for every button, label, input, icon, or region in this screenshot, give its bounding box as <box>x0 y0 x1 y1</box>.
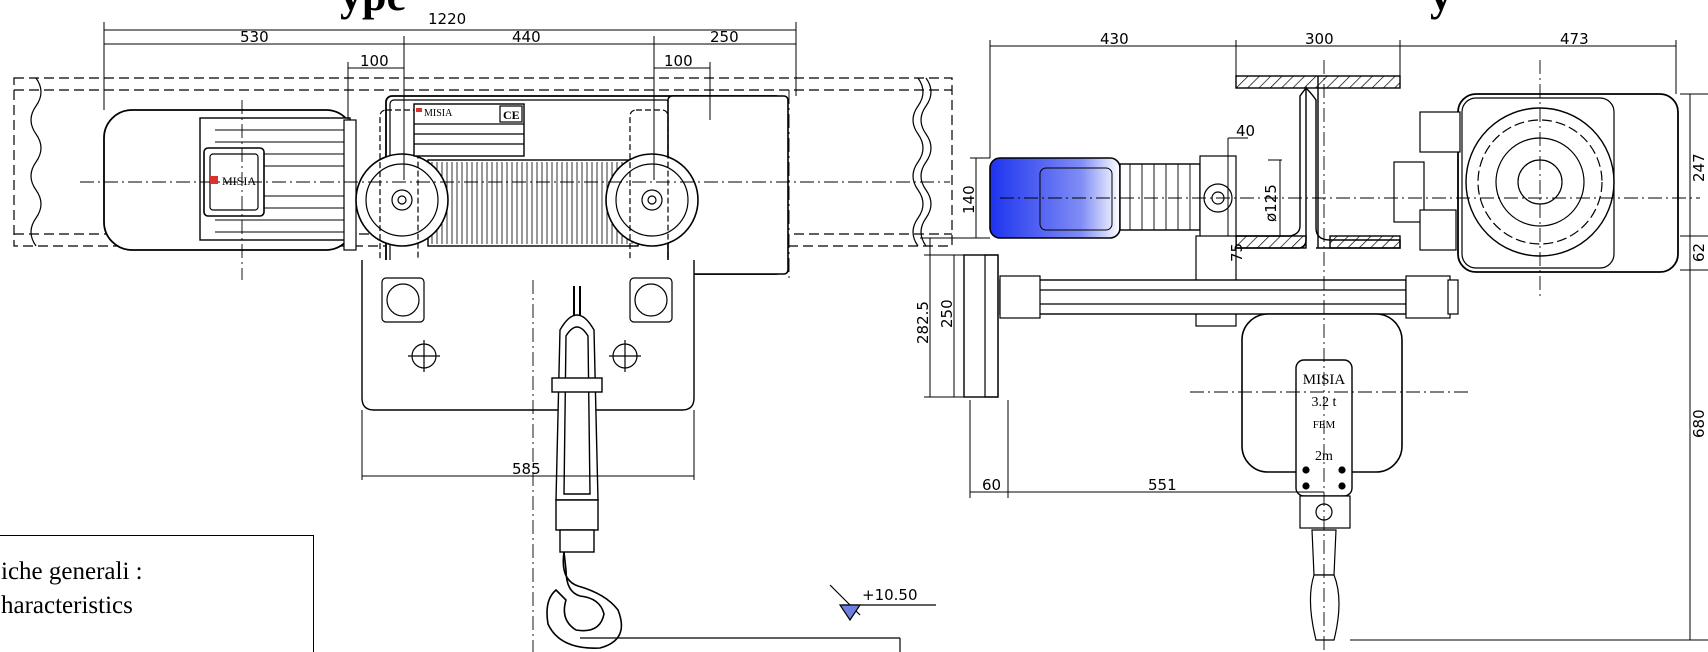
dim-left-offset: 60 <box>982 476 1001 494</box>
motor-brand: MISIA <box>222 174 256 188</box>
rope-drum <box>427 159 639 247</box>
motor-logo-icon <box>210 176 218 184</box>
trolley-wheel-right <box>605 153 699 247</box>
dim-side-right: 473 <box>1560 30 1589 48</box>
trolley-shaft <box>999 279 1407 315</box>
ce-mark: CE <box>503 108 520 122</box>
spec-line-2: haracteristics <box>1 592 133 619</box>
gearbox-housing <box>1457 93 1679 273</box>
hook-capacity: 3.2 t <box>1312 395 1337 410</box>
name-plate <box>413 103 525 157</box>
side-plate <box>963 254 999 398</box>
dim-side-middle: 300 <box>1305 30 1334 48</box>
plate-brand: MISIA <box>424 108 453 119</box>
dim-small-right: 62 <box>1690 243 1708 262</box>
level-mark-label: +10.50 <box>862 586 918 604</box>
center-lines <box>80 90 950 652</box>
dim-span: 551 <box>1148 476 1177 494</box>
dim-gap: 75 <box>1228 243 1246 262</box>
title-fragment-left: ype <box>340 0 406 21</box>
trolley-wheel-left <box>355 153 449 247</box>
dim-side-left: 430 <box>1100 30 1129 48</box>
dim-right: 250 <box>710 28 739 46</box>
hook-standard: FEM <box>1313 419 1336 431</box>
front-hook-block <box>546 286 623 649</box>
dimension-lines-side <box>920 40 1708 641</box>
break-mark-right <box>912 77 924 247</box>
spec-box: iche generali : haracteristics <box>0 535 314 652</box>
dim-height-right: 247 <box>1690 153 1708 182</box>
dim-offset-left: 100 <box>360 52 389 70</box>
plate-logo-icon <box>416 108 422 112</box>
dim-total-height: 680 <box>1690 409 1708 438</box>
dim-motor-height: 140 <box>960 185 978 214</box>
dimension-lines-front <box>103 22 797 480</box>
dim-width-bottom: 585 <box>512 460 541 478</box>
title-fragment-right: y <box>1430 0 1452 21</box>
dim-h-inner: 250 <box>938 299 956 328</box>
hook-group: 2m <box>1315 449 1333 464</box>
i-beam <box>1235 75 1401 249</box>
spec-line-1: iche generali : <box>1 558 143 585</box>
dim-left: 530 <box>240 28 269 46</box>
dim-h-bottom: 282.5 <box>914 301 932 344</box>
trolley-plate <box>361 260 695 411</box>
dim-flange: 40 <box>1236 122 1255 140</box>
break-mark-left <box>30 77 42 247</box>
dim-diameter: ø125 <box>1262 184 1280 222</box>
dim-overall: 1220 <box>428 10 466 28</box>
dim-offset-right: 100 <box>664 52 693 70</box>
side-view <box>920 40 1708 652</box>
dim-middle: 440 <box>512 28 541 46</box>
level-marker <box>580 584 936 652</box>
drum-grooves <box>431 162 633 244</box>
front-view <box>13 22 953 652</box>
hook-brand: MISIA <box>1303 372 1346 388</box>
